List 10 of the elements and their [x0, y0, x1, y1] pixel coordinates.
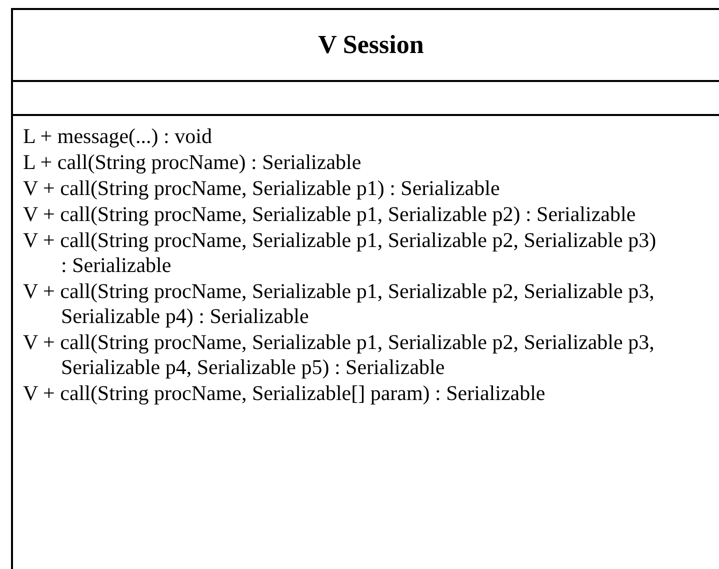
method-signature: V + call(String procName, Serializable p1, Serializable p2) : Serializable	[22, 202, 637, 227]
method-signature: V + call(String procName, Serializable[] param) : Serializable	[22, 381, 546, 406]
method-signature: V + call(String procName, Serializable p1, Serializable p2, Serializable p3, Serializable p4) : Serializable	[22, 279, 656, 329]
method-signature: V + call(String procName, Serializable p1, Serializable p2, Serializable p3) : Serializable	[22, 228, 658, 278]
method-signature: L + call(String procName) : Serializable	[22, 150, 362, 175]
method-signature: V + call(String procName, Serializable p1, Serializable p2, Serializable p3, Serializable p4, Serializable p5) : Serializable	[22, 330, 656, 380]
class-box	[11, 8, 719, 569]
method-signature: V + call(String procName, Serializable p1) : Serializable	[22, 176, 501, 201]
class-name: V Session	[318, 30, 424, 60]
method-signature: L + message(...) : void	[22, 124, 213, 149]
